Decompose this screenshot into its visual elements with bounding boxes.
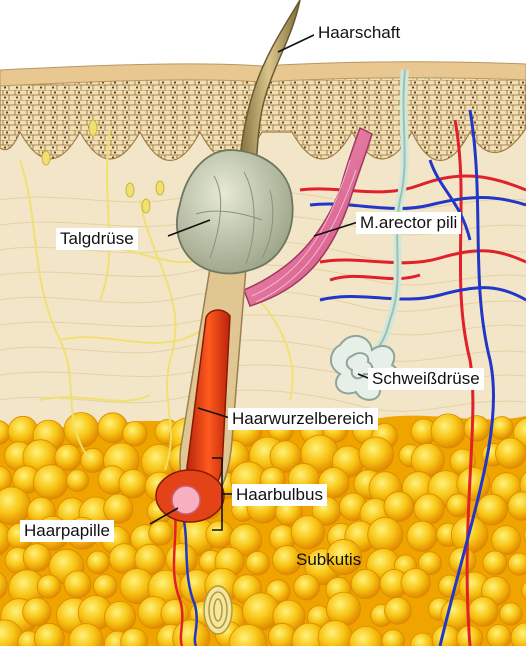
label-subkutis: Subkutis (296, 550, 361, 570)
label-haarbulbus: Haarbulbus (232, 484, 327, 506)
label-arrector-pili: M.arector pili (356, 212, 461, 234)
label-talgdruese: Talgdrüse (56, 228, 138, 250)
label-haarschaft: Haarschaft (314, 22, 404, 44)
label-haarwurzelbereich: Haarwurzelbereich (228, 408, 378, 430)
label-schweissdruese: Schweißdrüse (368, 368, 484, 390)
label-haarpapille: Haarpapille (20, 520, 114, 542)
